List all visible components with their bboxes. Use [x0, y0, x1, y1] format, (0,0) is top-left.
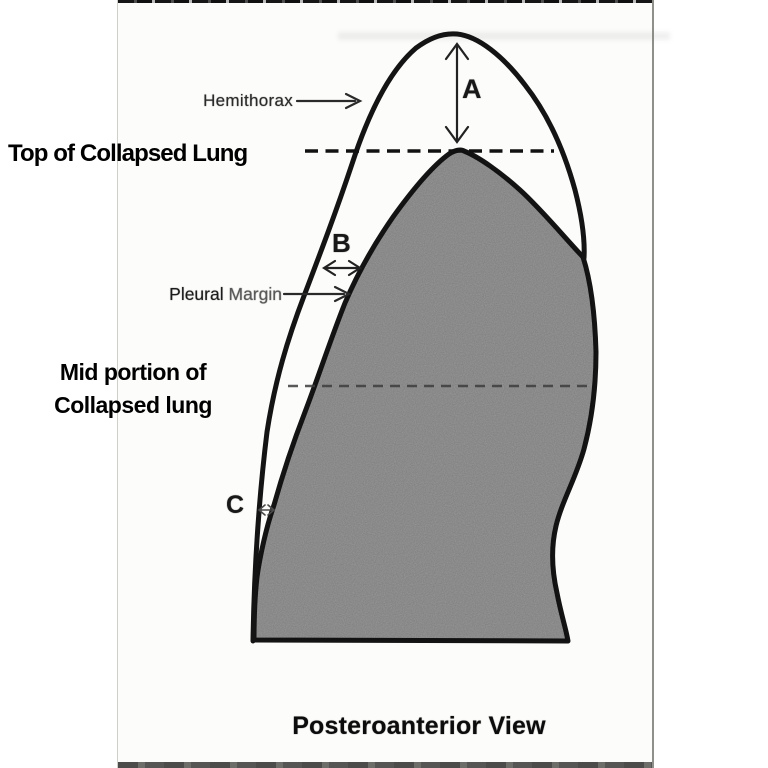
pleural-margin-word-light: Margin [228, 284, 283, 304]
scan-smudge-artifact [338, 32, 670, 40]
measure-a-label: A [462, 74, 482, 104]
top-of-collapsed-lung-label: Top of Collapsed Lung [8, 140, 248, 167]
pleural-margin-pointer-arrow [282, 285, 352, 303]
measure-c-arrow [257, 504, 276, 516]
collapsed-lung-grain-texture [254, 150, 596, 641]
scan-bottom-edge-artifact [118, 762, 652, 768]
mid-portion-label-line2: Collapsed lung [54, 392, 212, 418]
mid-portion-label: Mid portion of Collapsed lung [30, 356, 236, 422]
measure-c-label: C [226, 491, 245, 519]
hemithorax-outline [250, 31, 587, 644]
measure-b-arrow [321, 259, 363, 277]
mid-portion-label-line1: Mid portion of [59, 359, 207, 385]
scan-top-edge-artifact [118, 0, 652, 3]
hemithorax-pointer-arrow [295, 92, 363, 110]
measure-b-label: B [332, 228, 351, 258]
measure-a-arrow [444, 42, 470, 144]
view-caption: Posteroanterior View [292, 712, 546, 740]
pleural-margin-word-dark: Pleural [169, 284, 224, 304]
hemithorax-label: Hemithorax [203, 91, 293, 110]
pleural-margin-label: Pleural Margin [140, 284, 282, 305]
